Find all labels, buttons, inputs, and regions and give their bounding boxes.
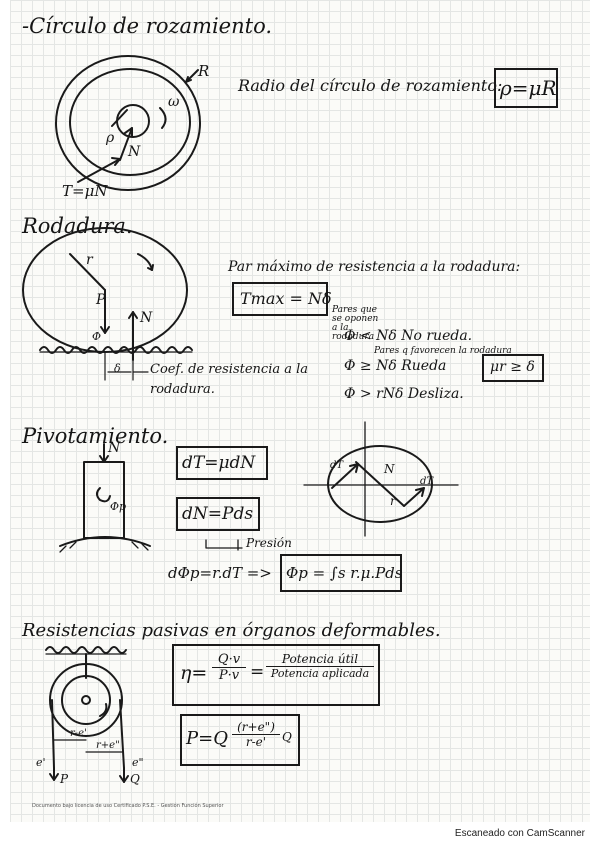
label-T: T=μN bbox=[62, 182, 108, 200]
notebook-page: -Círculo de rozamiento. R ω ρ N T=μN Rad… bbox=[10, 0, 590, 822]
cond-rueda: Φ ≥ Nδ Rueda bbox=[344, 358, 447, 374]
label-delta: δ bbox=[114, 362, 121, 375]
rueda-formula: μr ≥ δ bbox=[490, 359, 535, 375]
label-phi-p: Φp bbox=[110, 500, 127, 513]
par-label: Par máximo de resistencia a la rodadura: bbox=[228, 259, 521, 275]
f2-formula: dN=Pds bbox=[182, 504, 254, 524]
label-N-rod: N bbox=[140, 310, 153, 326]
eta-den: P·v bbox=[218, 668, 240, 683]
f1-formula: dT=μdN bbox=[182, 453, 256, 473]
f1-box: dT=μdN bbox=[176, 446, 268, 480]
label-Q-pulley: Q bbox=[130, 772, 140, 786]
scanner-watermark: Escaneado con CamScanner bbox=[454, 828, 585, 839]
potencia-util: Potencia útil bbox=[281, 652, 359, 666]
coef-line2: rodadura. bbox=[150, 382, 215, 397]
label-phi-rod: Φ bbox=[92, 330, 102, 343]
f2-box: dN=Pds bbox=[176, 497, 260, 531]
section-title-pivotamiento: Pivotamiento. bbox=[22, 424, 169, 448]
label-re: r-e' bbox=[70, 728, 87, 739]
label-r: r bbox=[86, 252, 93, 268]
section-title-resistencias: Resistencias pasivas en órganos deformab… bbox=[22, 620, 441, 641]
rodadura-diagram bbox=[22, 227, 193, 381]
potencia-aplicada: Potencia aplicada bbox=[270, 667, 370, 680]
tmax-formula: Tmax = Nδ bbox=[240, 289, 332, 308]
eta-fraction: Q·v P·v bbox=[212, 652, 246, 683]
cond-desliza: Φ > rNδ Desliza. bbox=[344, 386, 464, 402]
section-title-rodadura: Rodadura. bbox=[22, 214, 133, 238]
pulley-diagram bbox=[45, 646, 129, 783]
pivotamiento-diagram bbox=[59, 421, 459, 553]
tmax-box: Tmax = Nδ bbox=[232, 282, 332, 316]
label-dT-left: dT bbox=[330, 460, 344, 471]
label-N-circle: N bbox=[384, 462, 395, 476]
radio-formula: ρ=μR bbox=[500, 76, 557, 100]
label-P-pulley: P bbox=[60, 772, 69, 786]
label-R: R bbox=[198, 62, 210, 80]
f3-box: Φp = ∫s r.μ.Pds bbox=[280, 554, 402, 592]
label-e2: e" bbox=[132, 756, 144, 769]
label-rho: ρ bbox=[106, 130, 115, 146]
note-favorecen: Pares q favorecen la rodadura bbox=[374, 346, 512, 356]
p-fraction: (r+e") r-e' bbox=[232, 720, 280, 749]
p-num: (r+e") bbox=[237, 720, 275, 734]
eta-symbol: η= bbox=[180, 662, 208, 684]
label-N: N bbox=[128, 144, 141, 160]
label-r-circle: r bbox=[390, 494, 396, 508]
eta-num: Q·v bbox=[217, 652, 241, 667]
f3-left: dΦp=r.dT => bbox=[168, 564, 272, 582]
label-rpe: r+e" bbox=[96, 740, 120, 751]
cond-no-rueda: Φ < Nδ No rueda. bbox=[344, 328, 473, 344]
rueda-box: μr ≥ δ bbox=[482, 354, 544, 382]
label-omega: ω bbox=[168, 94, 180, 110]
eta-eq: = bbox=[250, 662, 265, 682]
label-e1: e' bbox=[36, 756, 46, 769]
p-eq: P=Q bbox=[186, 728, 228, 749]
label-P: P bbox=[96, 292, 106, 308]
note-pares: Pares que se oponen a la rodadura bbox=[332, 305, 379, 342]
p-Q-tail: Q bbox=[282, 730, 292, 744]
footer-license: Documento bajo licencia de uso Certifica… bbox=[32, 803, 224, 809]
section-title-circulo: -Círculo de rozamiento. bbox=[22, 14, 273, 38]
potencia-fraction: Potencia útil Potencia aplicada bbox=[266, 652, 374, 680]
radio-formula-box: ρ=μR bbox=[494, 68, 558, 108]
presion-label: Presión bbox=[246, 536, 292, 550]
p-box: P=Q (r+e") r-e' Q bbox=[180, 714, 300, 766]
eta-box: η= Q·v P·v = Potencia útil Potencia apli… bbox=[172, 644, 380, 706]
p-den: r-e' bbox=[245, 735, 267, 749]
radio-label: Radio del círculo de rozamiento: bbox=[238, 76, 503, 95]
coef-line1: Coef. de resistencia a la bbox=[150, 362, 309, 377]
label-dT-right: dT bbox=[420, 476, 434, 487]
f3-formula: Φp = ∫s r.μ.Pds bbox=[286, 564, 403, 582]
label-N-piv: N bbox=[108, 440, 121, 456]
circulo-diagram bbox=[55, 55, 201, 191]
